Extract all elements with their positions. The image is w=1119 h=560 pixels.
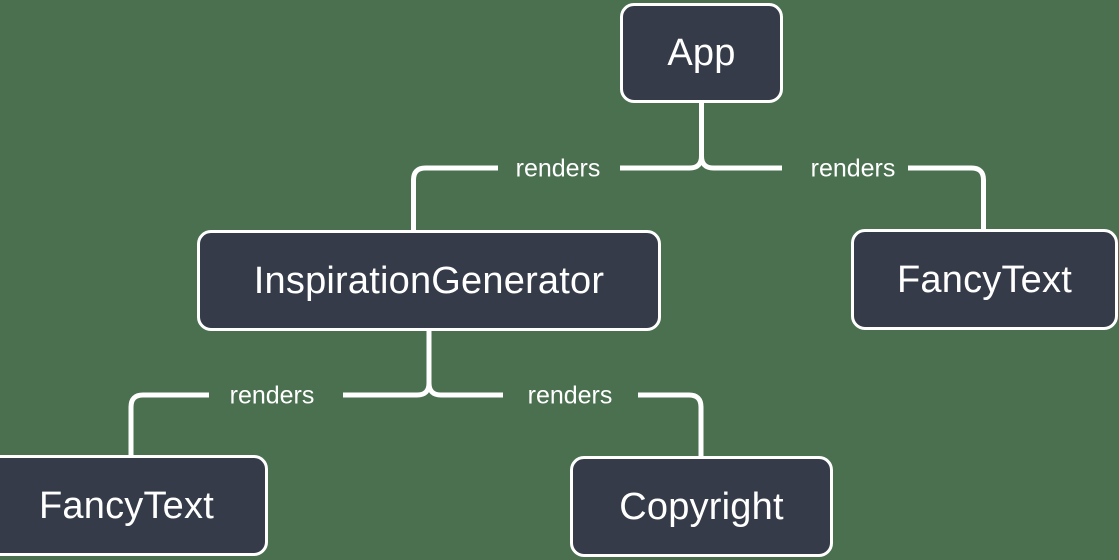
node-fancytext-bottom-label: FancyText xyxy=(39,484,214,527)
edge-inspiration-generator-stem-right xyxy=(426,382,442,398)
edge-app-to-fancytext-right-2 xyxy=(908,165,986,231)
edge-label-inspiration-generator-to-copyright: renders xyxy=(527,381,613,410)
node-fancytext-right-label: FancyText xyxy=(897,258,1072,301)
edge-inspiration-generator-to-fancytext-bottom-2 xyxy=(128,392,209,457)
node-copyright-label: Copyright xyxy=(619,485,784,528)
edge-label-inspiration-generator-to-fancytext-bottom: renders xyxy=(229,381,315,410)
node-inspiration-generator-label: InspirationGenerator xyxy=(253,259,605,302)
node-copyright[interactable]: Copyright xyxy=(570,456,833,557)
node-fancytext-bottom[interactable]: FancyText xyxy=(0,455,268,556)
node-inspiration-generator[interactable]: InspirationGenerator xyxy=(197,230,661,331)
edge-inspiration-generator-to-copyright-2 xyxy=(638,392,704,458)
edge-app-stem-right xyxy=(699,155,714,171)
node-app[interactable]: App xyxy=(620,3,783,103)
node-fancytext-right[interactable]: FancyText xyxy=(851,229,1118,330)
edge-app-to-inspiration-generator-2 xyxy=(411,165,498,232)
edge-label-app-to-fancytext-right: renders xyxy=(810,154,896,183)
edge-label-app-to-inspiration-generator: renders xyxy=(515,154,601,183)
node-app-label: App xyxy=(667,32,736,74)
